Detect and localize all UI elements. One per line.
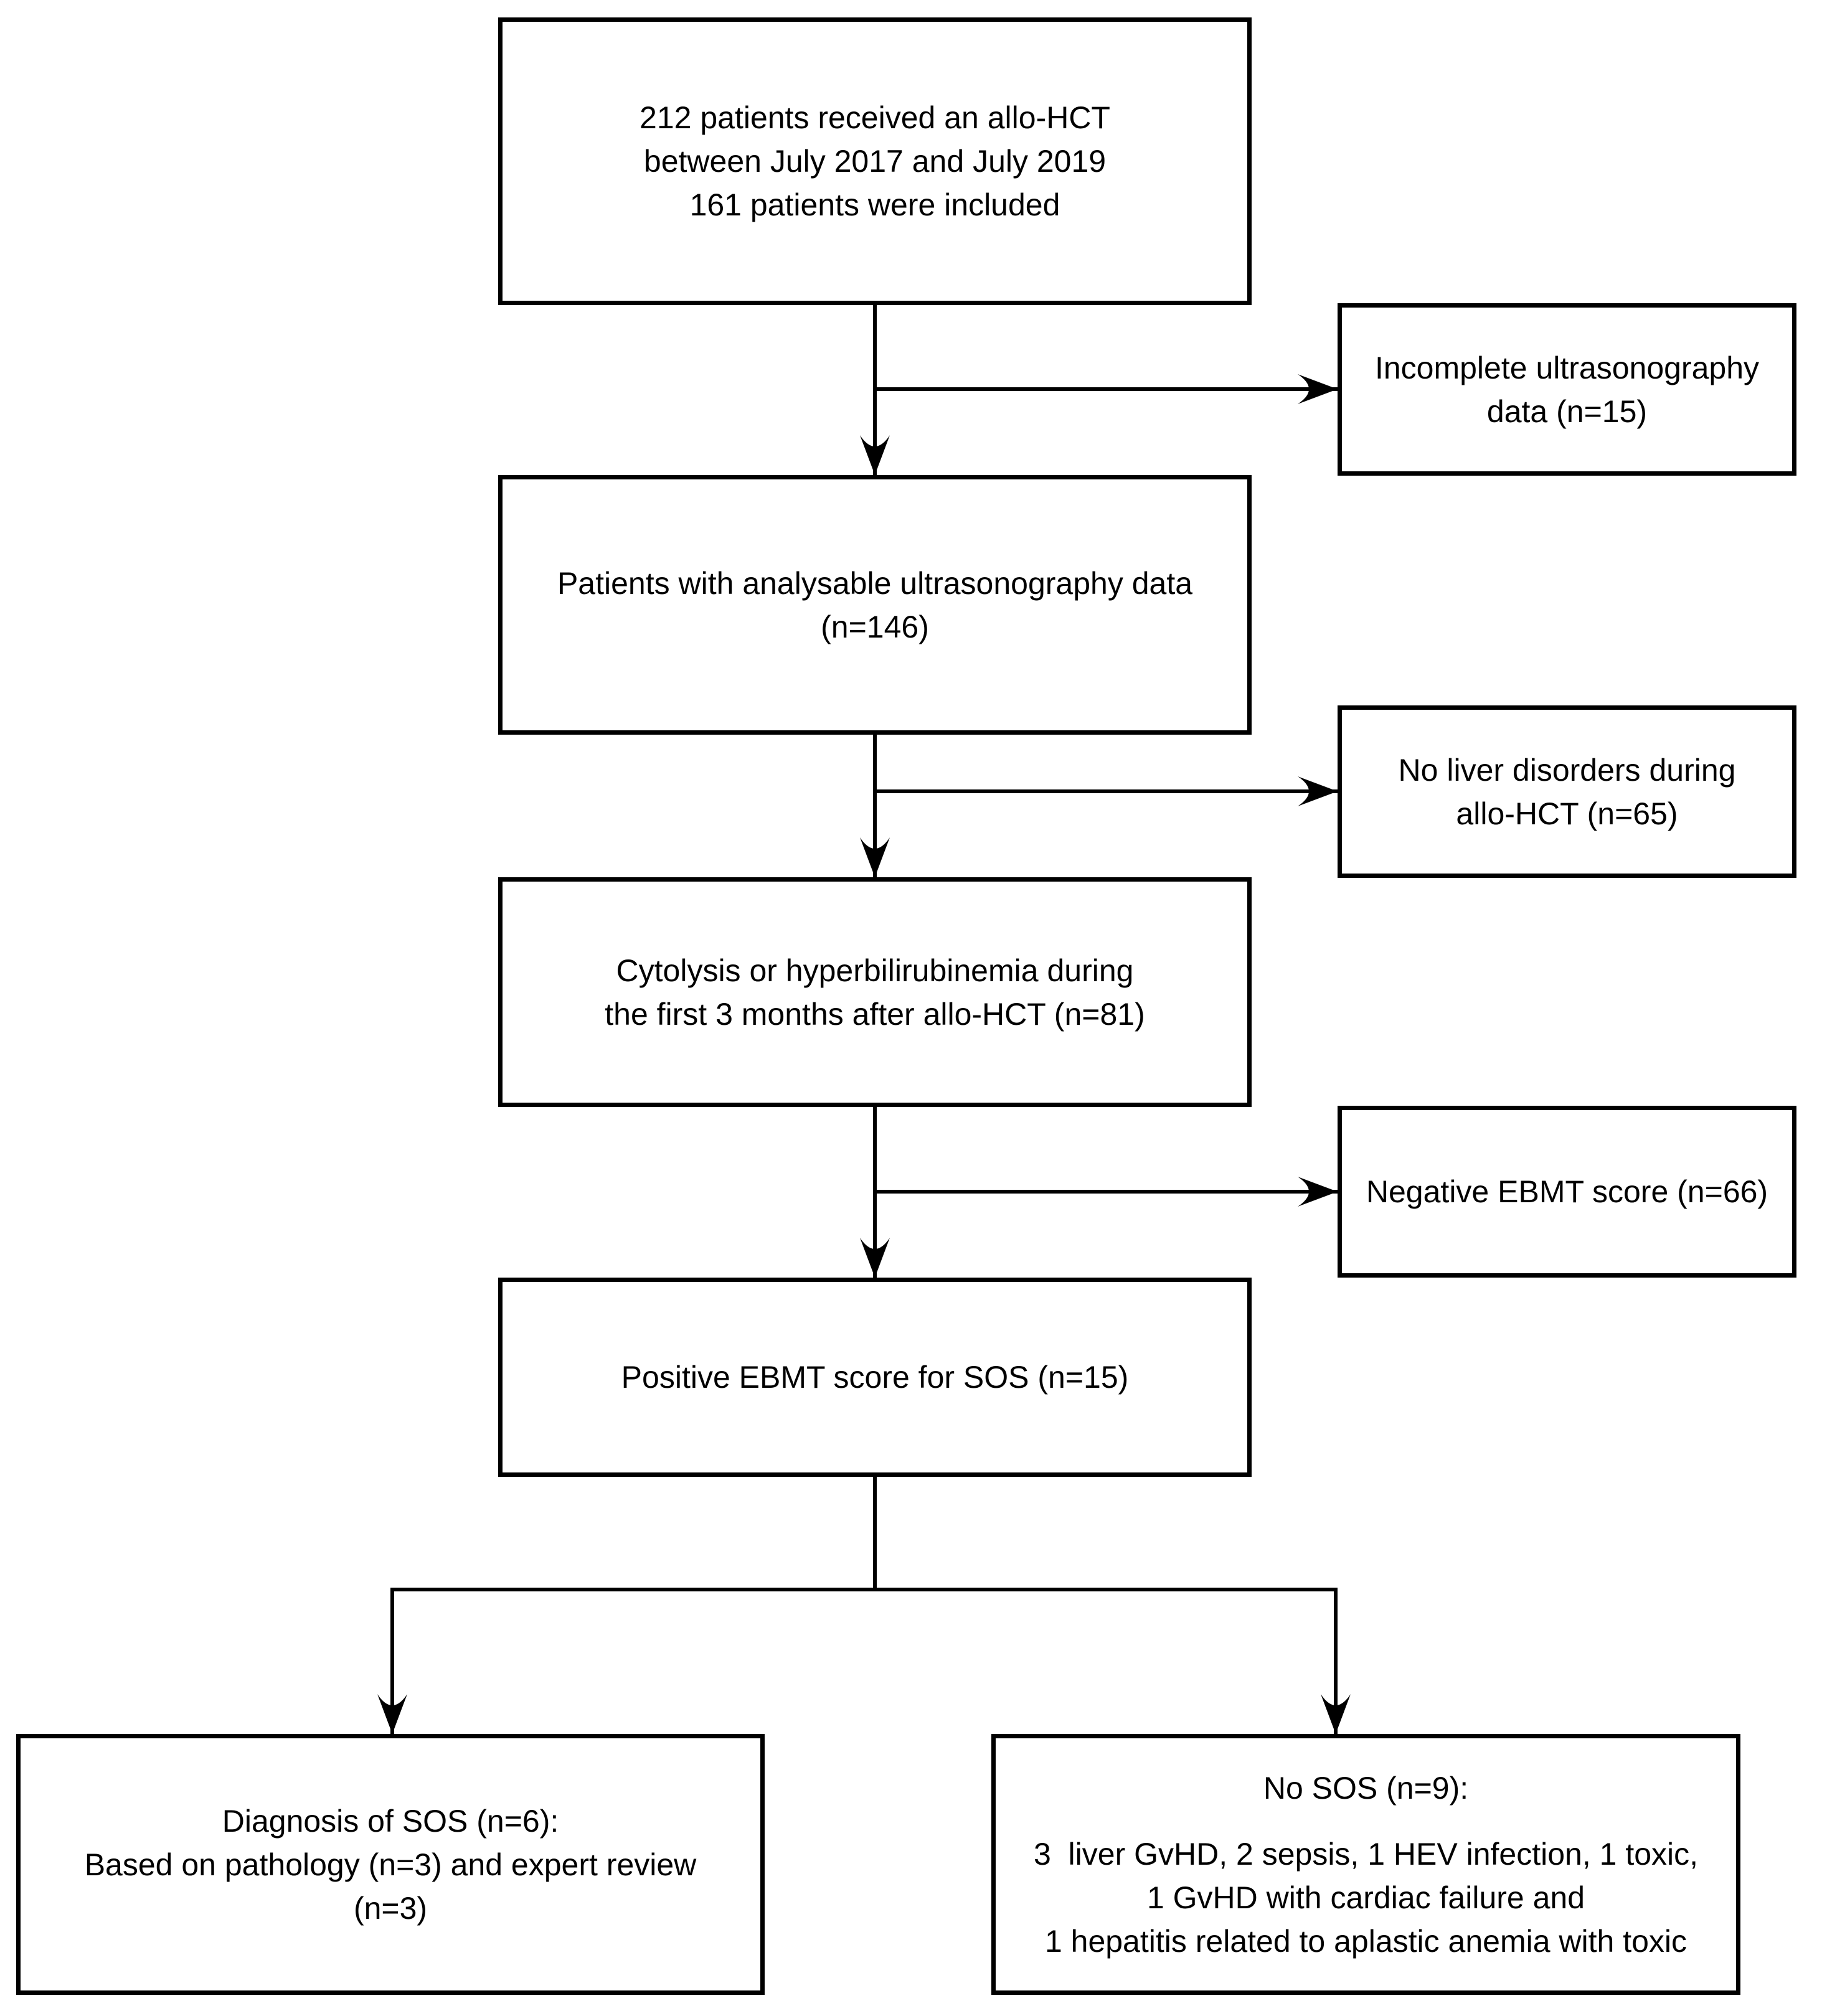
node-cytolysis: Cytolysis or hyperbilirubinemia during t…: [498, 877, 1252, 1107]
node-no-liver-disorders-line-1: No liver disorders during: [1398, 752, 1736, 788]
node-no-sos-line-2: 1 GvHD with cardiac failure and: [1146, 1880, 1585, 1915]
node-no-sos: No SOS (n=9): 3 liver GvHD, 2 sepsis, 1 …: [991, 1734, 1740, 1995]
node-negative-ebmt: Negative EBMT score (n=66): [1338, 1106, 1796, 1278]
arrowhead-down-positive-ebmt: [860, 1238, 890, 1278]
node-incomplete-ultrasonography-line-2: data (n=15): [1486, 393, 1648, 429]
node-no-sos-title: No SOS (n=9):: [1263, 1770, 1469, 1806]
node-negative-ebmt-line-1: Negative EBMT score (n=66): [1366, 1174, 1768, 1209]
arrowhead-right-negative-ebmt: [1298, 1177, 1338, 1207]
node-incomplete-ultrasonography-line-1: Incomplete ultrasonography: [1374, 350, 1760, 385]
node-no-liver-disorders: No liver disorders during allo-HCT (n=65…: [1338, 705, 1796, 878]
arrowhead-right-incomplete-us: [1298, 374, 1338, 404]
node-cytolysis-line-2: the first 3 months after allo-HCT (n=81): [605, 996, 1145, 1032]
node-diagnosis-sos: Diagnosis of SOS (n=6): Based on patholo…: [16, 1734, 765, 1995]
node-diagnosis-sos-line-1: Diagnosis of SOS (n=6):: [222, 1803, 559, 1839]
node-analysable-ultrasonography: Patients with analysable ultrasonography…: [498, 475, 1252, 735]
node-incomplete-ultrasonography: Incomplete ultrasonography data (n=15): [1338, 303, 1796, 476]
node-cytolysis-line-1: Cytolysis or hyperbilirubinemia during: [616, 953, 1134, 988]
node-diagnosis-sos-line-2: Based on pathology (n=3) and expert revi…: [84, 1847, 697, 1882]
node-positive-ebmt-line-1: Positive EBMT score for SOS (n=15): [621, 1360, 1129, 1395]
node-no-liver-disorders-line-2: allo-HCT (n=65): [1456, 796, 1678, 831]
arrowhead-down-no-sos: [1321, 1694, 1351, 1734]
node-patients-received: 212 patients received an allo-HCT betwee…: [498, 17, 1252, 305]
node-no-sos-line-1: 3 liver GvHD, 2 sepsis, 1 HEV infection,…: [1033, 1836, 1699, 1872]
arrowhead-down-analysable: [860, 435, 890, 475]
node-no-sos-line-3: 1 hepatitis related to aplastic anemia w…: [1044, 1923, 1687, 1959]
node-patients-received-line-3: 161 patients were included: [689, 187, 1060, 222]
node-positive-ebmt: Positive EBMT score for SOS (n=15): [498, 1278, 1252, 1477]
node-diagnosis-sos-line-3: (n=3): [353, 1890, 428, 1926]
node-analysable-ultrasonography-line-2: (n=146): [821, 609, 929, 644]
arrowhead-down-cytolysis: [860, 837, 890, 877]
node-patients-received-line-1: 212 patients received an allo-HCT: [640, 100, 1110, 135]
node-analysable-ultrasonography-line-1: Patients with analysable ultrasonography…: [557, 565, 1193, 601]
arrowhead-right-no-liver-disorders: [1298, 776, 1338, 806]
arrowhead-down-diagnosis-sos: [377, 1694, 407, 1734]
node-patients-received-line-2: between July 2017 and July 2019: [643, 144, 1107, 179]
